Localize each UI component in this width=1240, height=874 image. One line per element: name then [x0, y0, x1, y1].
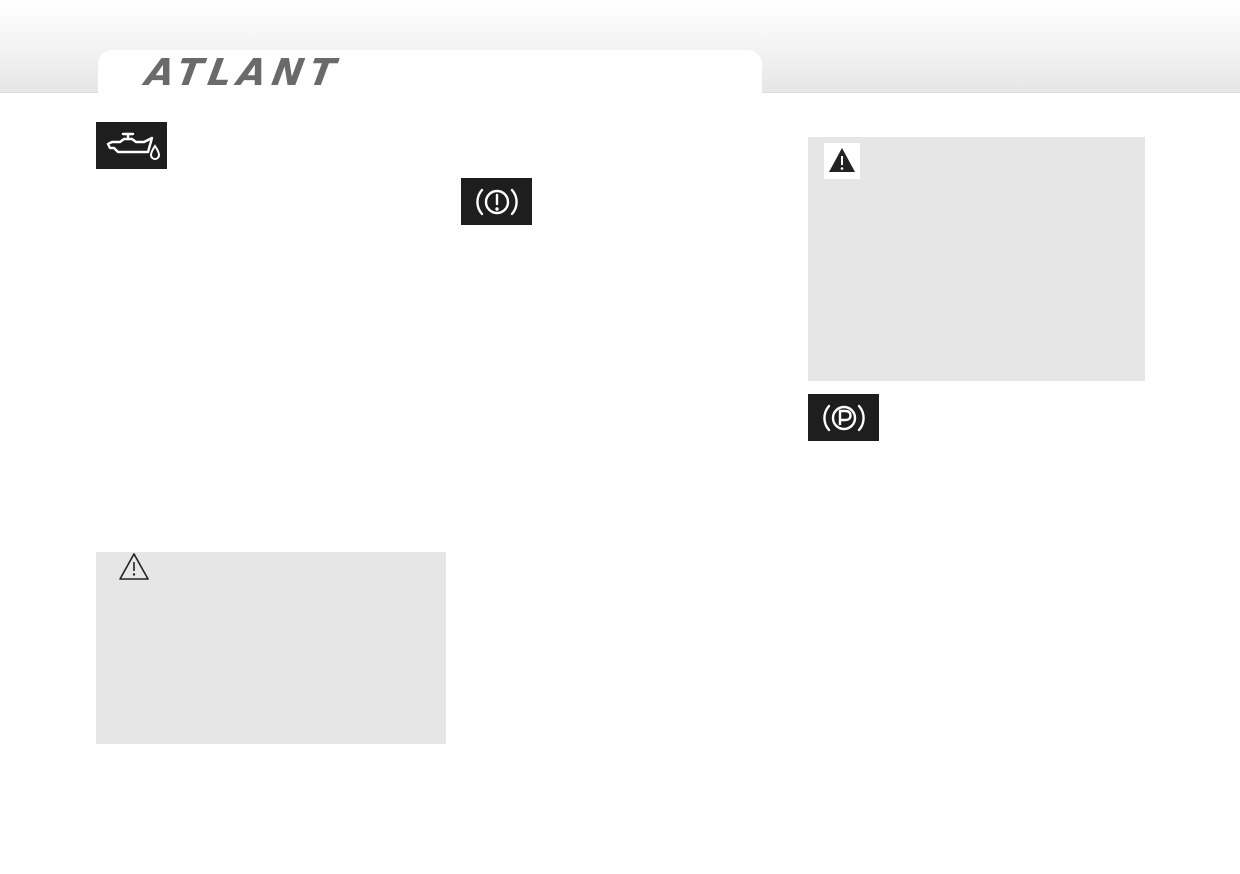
caution-triangle-outline-icon	[119, 553, 149, 580]
warning-note-box	[808, 137, 1145, 381]
brake-system-warning-icon	[461, 178, 532, 225]
header-tab	[98, 50, 762, 93]
parking-brake-icon	[808, 394, 879, 441]
caution-triangle-filled-icon	[824, 143, 860, 179]
brand-logo: ATLANT	[142, 51, 345, 94]
caution-note-box	[96, 552, 446, 744]
oil-pressure-warning-icon	[96, 122, 167, 169]
